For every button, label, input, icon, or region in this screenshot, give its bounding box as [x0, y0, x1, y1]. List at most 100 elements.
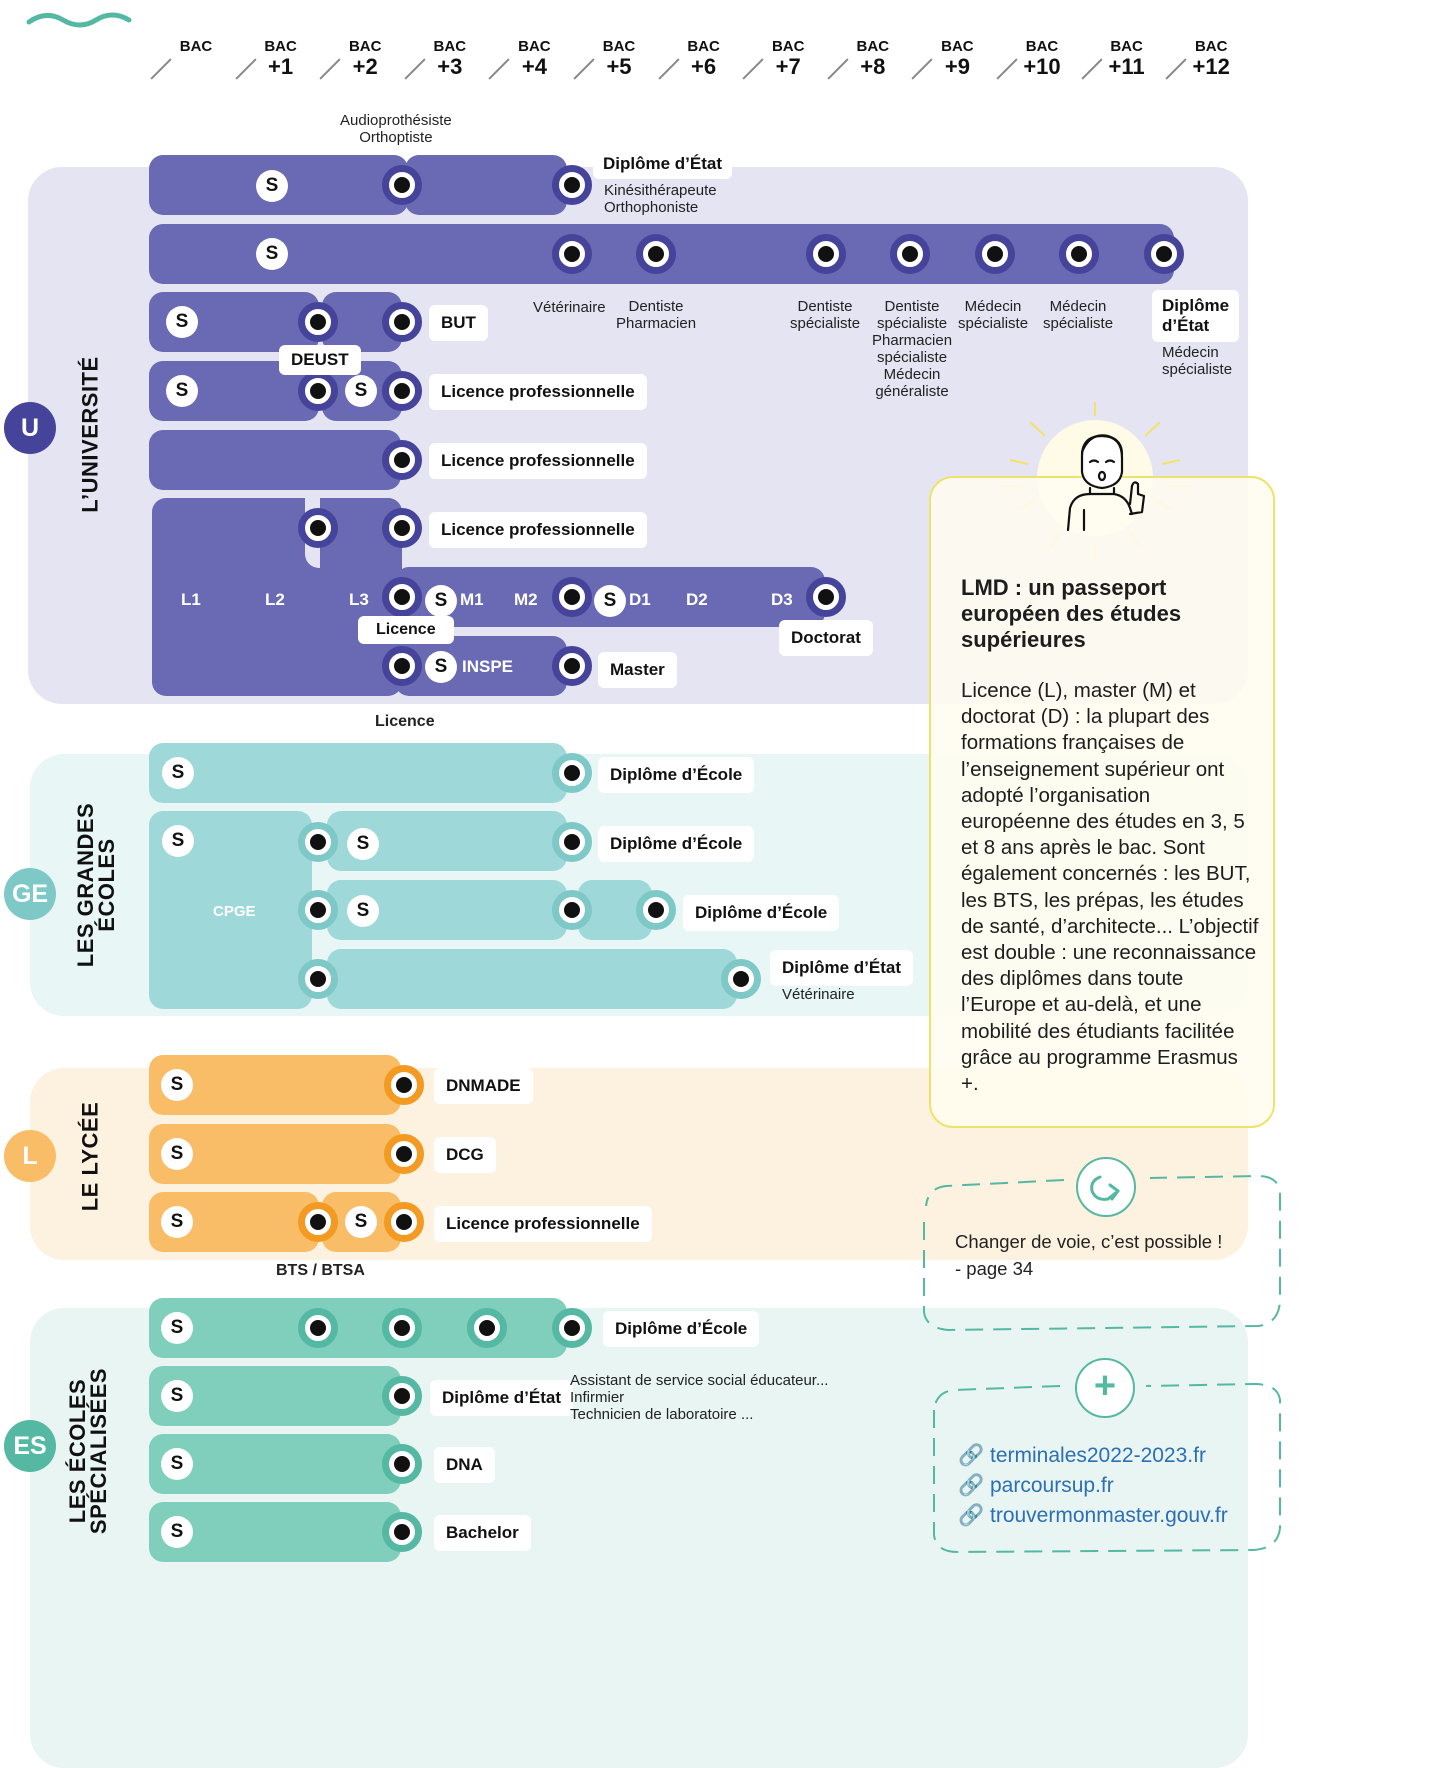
bac-level: BAC+1 [260, 38, 302, 79]
milestone-node [467, 1308, 507, 1348]
level-label: INSPE [462, 657, 514, 676]
bac-divider [1165, 58, 1187, 80]
diploma-tag: Diplôme d’État [430, 1380, 574, 1416]
careers-label: Dentiste spécialiste [790, 298, 861, 332]
bac-divider [827, 58, 849, 80]
milestone-node [806, 577, 846, 617]
selection-mark: S [425, 585, 457, 617]
milestone-node [890, 234, 930, 274]
change-callout-border [923, 1174, 1281, 1332]
level-label: D3 [771, 590, 793, 609]
grandes-ecoles-title-line2: ÉCOLES [94, 838, 119, 932]
path-bar [149, 430, 401, 490]
bac-level: BAC [175, 38, 217, 55]
selection-mark: S [161, 1448, 193, 1480]
bac-level: BAC+12 [1190, 38, 1232, 79]
careers-label: Assistant de service social éducateur...… [570, 1372, 829, 1423]
universite-title: L’UNIVERSITÉ [77, 356, 103, 513]
bac-level-offset: +5 [606, 54, 632, 79]
selection-mark: S [347, 828, 379, 860]
bac-level: BAC+5 [598, 38, 640, 79]
diploma-tag: Diplôme d’État [593, 149, 733, 179]
milestone-node [552, 234, 592, 274]
bac-level-prefix: BAC [1110, 38, 1143, 55]
bts-label: BTS / BTSA [276, 1262, 365, 1279]
lmd-body: Licence (L), master (M) et doctorat (D) … [961, 679, 1259, 1096]
selection-mark: S [161, 1138, 193, 1170]
bac-level-prefix: BAC [1194, 38, 1228, 55]
bac-level-prefix: BAC [433, 38, 467, 55]
selection-mark: S [256, 238, 288, 270]
bac-level-offset: +8 [860, 54, 886, 79]
selection-mark: S [594, 585, 626, 617]
person-thinking-icon [1066, 434, 1146, 532]
universite-badge: U [4, 402, 56, 454]
bac-divider [911, 58, 933, 80]
milestone-node [382, 1376, 422, 1416]
diploma-tag: Diplôme d’État [770, 950, 914, 986]
bac-divider [1080, 58, 1103, 80]
link-trouvermonmaster[interactable]: 🔗 trouvermonmaster.gouv.fr [958, 1501, 1228, 1531]
milestone-node [806, 234, 846, 274]
bac-divider [404, 58, 426, 80]
level-label: D2 [686, 590, 708, 609]
bac-level: BAC+4 [513, 38, 555, 79]
selection-mark: S [345, 1206, 377, 1238]
milestone-node [298, 371, 338, 411]
diploma-tag: Diplôme d’État [1152, 290, 1240, 342]
bac-divider [150, 58, 172, 80]
milestone-node [298, 508, 338, 548]
level-label: L3 [349, 590, 369, 609]
diploma-tag: Diplôme d’École [598, 757, 755, 793]
selection-mark: S [162, 825, 194, 857]
selection-mark: S [347, 895, 379, 927]
milestone-node [298, 959, 338, 999]
link-text: trouvermonmaster.gouv.fr [990, 1504, 1228, 1527]
selection-mark: S [345, 375, 377, 407]
links-list: 🔗 terminales2022-2023.fr 🔗 parcoursup.fr… [958, 1441, 1228, 1531]
milestone-node [382, 646, 422, 686]
bac-level: BAC+3 [429, 38, 471, 79]
diploma-tag: DNMADE [434, 1068, 533, 1104]
bac-level-offset: +12 [1192, 54, 1230, 79]
milestone-node [552, 822, 592, 862]
bac-divider [996, 58, 1018, 80]
milestone-node [382, 302, 422, 342]
milestone-node [552, 165, 592, 205]
diploma-tag: Licence [358, 616, 454, 644]
milestone-node [298, 302, 338, 342]
ecoles-specialisees-title-line2: SPÉCIALISÉES [86, 1367, 111, 1535]
selection-mark: S [161, 1312, 193, 1344]
bac-level-prefix: BAC [1025, 38, 1059, 55]
careers-label: Dentiste Pharmacien [616, 298, 697, 332]
bac-level-offset: +4 [521, 54, 547, 79]
link-icon: 🔗 [958, 1474, 985, 1497]
link-text: parcoursup.fr [990, 1474, 1114, 1497]
milestone-node [552, 890, 592, 930]
milestone-node [382, 1444, 422, 1484]
link-terminales[interactable]: 🔗 terminales2022-2023.fr [958, 1441, 1228, 1471]
diploma-tag: DEUST [279, 345, 361, 375]
careers-label: Dentiste spécialiste Pharmacien spéciali… [872, 298, 953, 400]
milestone-node [298, 822, 338, 862]
lycee-badge: L [4, 1130, 56, 1182]
ecoles-specialisees-title: LES ÉCOLES SPÉCIALISÉES [65, 1351, 111, 1551]
diploma-tag: Doctorat [779, 620, 873, 656]
path-bar [395, 636, 567, 696]
bac-divider [234, 58, 257, 80]
diploma-tag: Diplôme d’École [683, 895, 840, 931]
diploma-tag: Bachelor [434, 1515, 531, 1551]
milestone-node [382, 508, 422, 548]
link-icon: 🔗 [958, 1504, 985, 1527]
ecoles-specialisees-badge: ES [4, 1420, 56, 1472]
milestone-node [636, 890, 676, 930]
diploma-tag: Licence professionnelle [429, 512, 647, 548]
bac-level: BAC+11 [1106, 38, 1148, 79]
level-label: L1 [181, 590, 201, 609]
redirect-arrow-icon [1090, 1175, 1120, 1201]
diploma-tag: BUT [429, 305, 488, 341]
bac-level: BAC+6 [683, 38, 725, 79]
path-bar [405, 155, 567, 215]
careers-label: Vétérinaire [533, 299, 606, 316]
link-parcoursup[interactable]: 🔗 parcoursup.fr [958, 1471, 1228, 1501]
